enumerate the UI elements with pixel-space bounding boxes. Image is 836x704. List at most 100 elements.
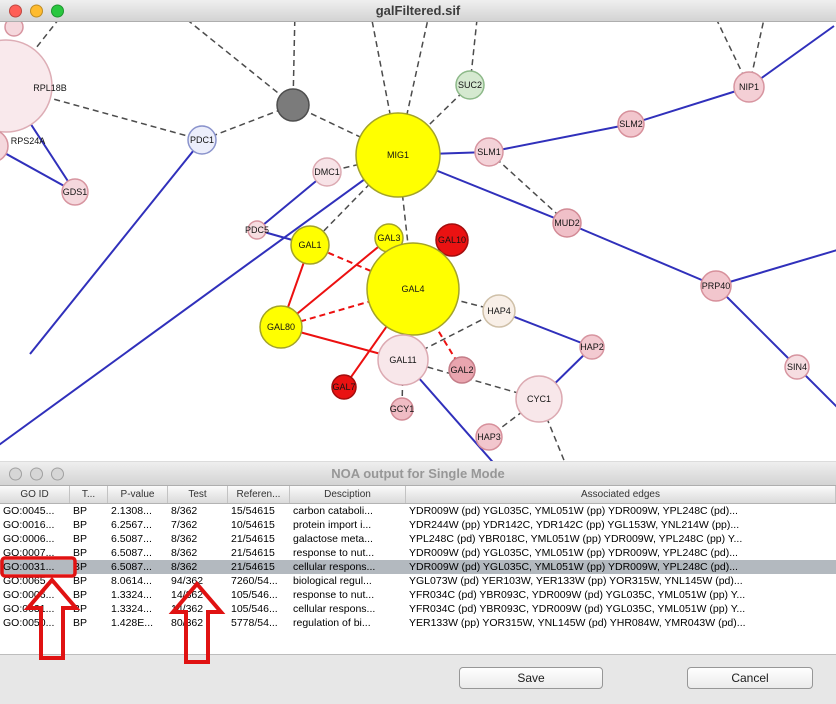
column-header-1[interactable]: GO ID xyxy=(0,486,70,503)
node-gal80[interactable] xyxy=(259,305,303,349)
node-label-gal11: GAL11 xyxy=(389,355,416,365)
node-gal10[interactable] xyxy=(435,223,469,257)
node-pdc5[interactable] xyxy=(247,220,267,240)
edge-pp[interactable] xyxy=(0,154,399,450)
edge-pd[interactable] xyxy=(5,22,66,87)
column-header-2[interactable]: T... xyxy=(70,486,108,503)
zoom-button[interactable] xyxy=(51,467,64,480)
table-cell: 6.5087... xyxy=(111,561,152,573)
table-cell: 1.3324... xyxy=(111,603,152,615)
node-hap3[interactable] xyxy=(475,423,503,451)
node-edge-node-top-left[interactable] xyxy=(4,22,24,37)
edge-pd[interactable] xyxy=(292,22,296,106)
column-header-6[interactable]: Desciption xyxy=(290,486,406,503)
node-gds1[interactable] xyxy=(61,178,89,206)
close-button[interactable] xyxy=(9,4,22,17)
edge-pd[interactable] xyxy=(488,151,568,224)
column-header-7[interactable]: Associated edges xyxy=(406,486,836,503)
edge-pd[interactable] xyxy=(402,310,500,361)
network-window-title: galFiltered.sif xyxy=(375,3,461,18)
node-label-gal1: GAL1 xyxy=(298,240,321,250)
edge-pp[interactable] xyxy=(256,171,328,231)
table-cell: GO:0031... xyxy=(3,603,55,615)
table-cell: 21/54615 xyxy=(231,547,275,559)
node-dmc1[interactable] xyxy=(312,157,342,187)
node-prp40[interactable] xyxy=(700,270,732,302)
node-sin4[interactable] xyxy=(784,354,810,380)
noa-window-titlebar[interactable]: NOA output for Single Mode xyxy=(0,462,836,486)
node-rps24a[interactable] xyxy=(0,130,9,162)
zoom-button[interactable] xyxy=(51,4,64,17)
node-cyc1[interactable] xyxy=(515,375,563,423)
edge-pp[interactable] xyxy=(488,123,632,153)
node-gal2[interactable] xyxy=(448,356,476,384)
table-cell: cellular respons... xyxy=(293,561,376,573)
node-pdc1[interactable] xyxy=(187,125,217,155)
table-cell: 6.5087... xyxy=(111,547,152,559)
node-slm2[interactable] xyxy=(617,110,645,138)
table-cell: response to nut... xyxy=(293,547,375,559)
node-gcy1[interactable] xyxy=(390,397,414,421)
node-nip1[interactable] xyxy=(733,71,765,103)
edge-pp[interactable] xyxy=(29,139,203,355)
node-mud2[interactable] xyxy=(552,208,582,238)
node-label-gal2: GAL2 xyxy=(450,365,473,375)
node-gal4[interactable] xyxy=(366,242,460,336)
edge-pp_hl[interactable] xyxy=(280,237,390,328)
node-slm1[interactable] xyxy=(474,137,504,167)
table-cell: 14/362 xyxy=(171,603,204,615)
node-gal11[interactable] xyxy=(377,334,429,386)
edge-pp[interactable] xyxy=(748,25,835,88)
node-suc2[interactable] xyxy=(455,70,485,100)
minimize-button[interactable] xyxy=(30,4,43,17)
network-window-titlebar[interactable]: galFiltered.sif xyxy=(0,0,836,22)
edge-pp[interactable] xyxy=(566,222,717,287)
node-label-gcy1: GCY1 xyxy=(390,404,415,414)
close-button[interactable] xyxy=(9,467,22,480)
node-label-mig1: MIG1 xyxy=(387,150,409,160)
node-hap4[interactable] xyxy=(482,294,516,328)
column-header-4[interactable]: Test xyxy=(168,486,228,503)
dialog-footer: Save Cancel xyxy=(0,655,836,704)
table-cell: GO:0050... xyxy=(3,617,55,629)
table-cell: 1.3324... xyxy=(111,589,152,601)
node-hap2[interactable] xyxy=(579,334,605,360)
column-header-3[interactable]: P-value xyxy=(108,486,168,503)
table-cell: BP xyxy=(73,505,88,517)
table-cell: YDR244W (pp) YDR142C, YDR142C (pp) YGL15… xyxy=(409,519,740,531)
minimize-button[interactable] xyxy=(30,467,43,480)
edge-pd[interactable] xyxy=(175,22,294,106)
table-cell: GO:0007... xyxy=(3,547,55,559)
column-header-5[interactable]: Referen... xyxy=(228,486,290,503)
node-rpl18b[interactable] xyxy=(0,39,53,133)
table-cell: 105/546... xyxy=(231,589,278,601)
node-gal7[interactable] xyxy=(331,374,357,400)
table-cell: 8/362 xyxy=(171,561,198,573)
node-gal1[interactable] xyxy=(290,225,330,265)
table-cell: 8/362 xyxy=(171,533,198,545)
table-cell: YDR009W (pd) YGL035C, YML051W (pp) YDR00… xyxy=(409,561,738,573)
save-button[interactable]: Save xyxy=(459,667,603,689)
edge-pp[interactable] xyxy=(715,285,798,368)
edge-pp[interactable] xyxy=(630,86,750,125)
network-svg[interactable]: RPL18BRPS24AGDS1PDC1MIG1SUC2SLM1SLM2NIP1… xyxy=(0,22,836,461)
table-cell: YPL248C (pd) YBR018C, YML051W (pp) YDR00… xyxy=(409,533,743,545)
table-cell: 8.0614... xyxy=(111,575,152,587)
edge-pp[interactable] xyxy=(715,248,836,287)
cancel-button[interactable]: Cancel xyxy=(687,667,813,689)
node-mig1[interactable] xyxy=(355,112,441,198)
node-unnamed-gray[interactable] xyxy=(276,88,310,122)
node-label-hap3: HAP3 xyxy=(477,432,501,442)
table-cell: GO:0045... xyxy=(3,505,55,517)
